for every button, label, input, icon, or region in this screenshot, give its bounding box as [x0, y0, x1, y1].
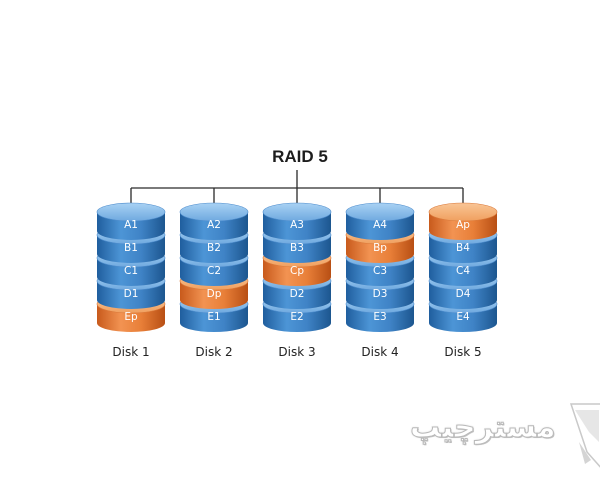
- disk-label: Disk 1: [112, 345, 150, 359]
- connector-lines: [130, 170, 464, 203]
- block-label: Cp: [290, 265, 304, 277]
- disk-stack: E4 D4 C4 B4 Ap: [428, 202, 498, 332]
- block-top: [428, 202, 498, 222]
- block-label: E2: [290, 311, 303, 323]
- block-label: E4: [456, 311, 470, 323]
- mrchip-logo-icon: [569, 403, 600, 468]
- block-label: B3: [290, 242, 304, 254]
- block-label: B4: [456, 242, 470, 254]
- block-label: C2: [207, 265, 221, 277]
- data-block: A2: [179, 202, 249, 240]
- disk-label: Disk 2: [195, 345, 233, 359]
- disk-stack: Ep D1 C1 B1 A1: [96, 202, 166, 332]
- block-label: Ap: [456, 219, 470, 231]
- block-label: Dp: [207, 288, 222, 300]
- block-top: [262, 202, 332, 222]
- block-label: D4: [456, 288, 471, 300]
- watermark: مسترچیپ: [405, 402, 600, 472]
- data-block: A3: [262, 202, 332, 240]
- parity-block: Ap: [428, 202, 498, 240]
- data-block: A4: [345, 202, 415, 240]
- block-label: C1: [124, 265, 138, 277]
- data-block: A1: [96, 202, 166, 240]
- diagram-title: RAID 5: [272, 147, 328, 166]
- block-label: E1: [207, 311, 220, 323]
- block-label: Bp: [373, 242, 387, 254]
- watermark-text: مسترچیپ: [410, 410, 557, 446]
- block-label: D1: [124, 288, 139, 300]
- disk-label: Disk 4: [361, 345, 399, 359]
- disk-label: Disk 5: [444, 345, 482, 359]
- block-top: [96, 202, 166, 222]
- block-label: A2: [207, 219, 221, 231]
- block-label: C4: [456, 265, 470, 277]
- block-label: D2: [290, 288, 305, 300]
- disk-stack: E2 D2 Cp B3 A3: [262, 202, 332, 332]
- disk-stack: E3 D3 C3 Bp A4: [345, 202, 415, 332]
- block-label: B2: [207, 242, 221, 254]
- block-label: A4: [373, 219, 387, 231]
- block-label: E3: [373, 311, 386, 323]
- block-label: Ep: [124, 311, 138, 323]
- block-label: A1: [124, 219, 138, 231]
- block-label: D3: [373, 288, 388, 300]
- block-label: B1: [124, 242, 138, 254]
- block-top: [179, 202, 249, 222]
- block-label: A3: [290, 219, 304, 231]
- disk-label: Disk 3: [278, 345, 316, 359]
- block-top: [345, 202, 415, 222]
- block-label: C3: [373, 265, 387, 277]
- disk-stack: E1 Dp C2 B2 A2: [179, 202, 249, 332]
